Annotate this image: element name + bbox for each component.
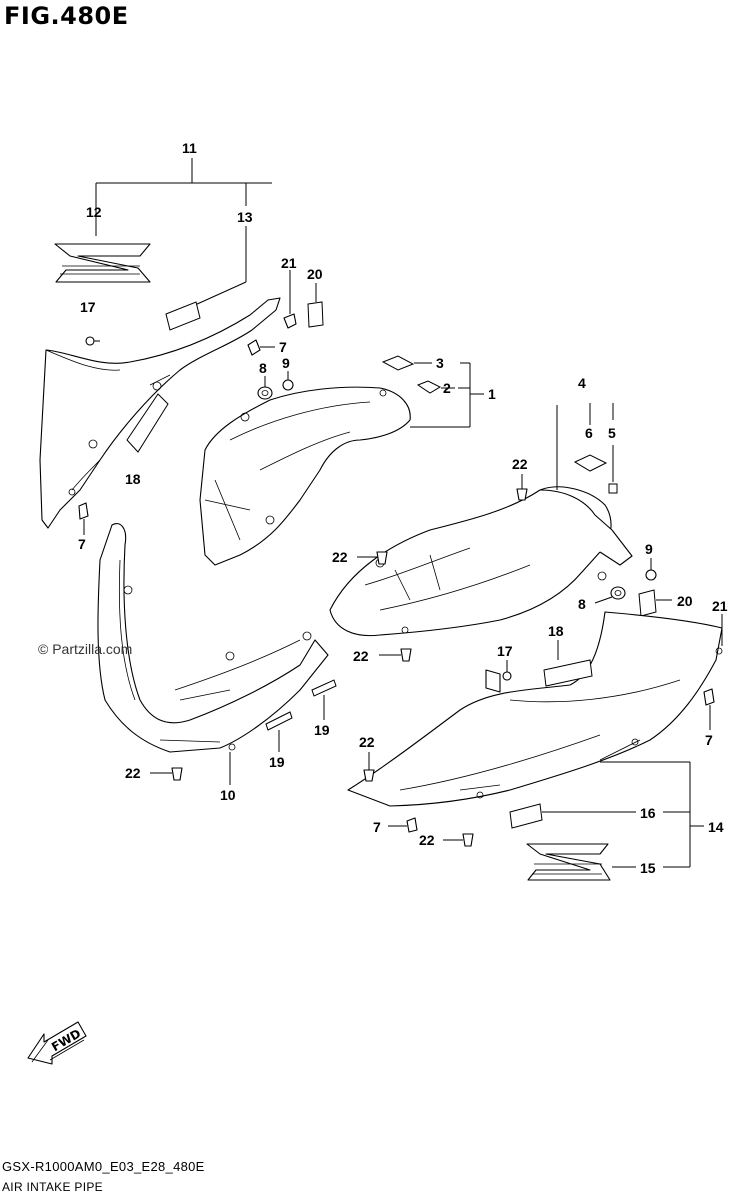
callout-19: 19 [269,754,285,770]
callout-22: 22 [512,456,528,472]
callout-labels: 11 12 13 17 21 20 7 9 8 3 2 1 18 7 4 6 5… [78,140,728,876]
callout-11: 11 [182,140,197,156]
callout-22: 22 [359,734,375,750]
bolt-9-right [645,558,657,581]
clip-7-left [78,502,89,535]
sticker-18-left [126,393,169,453]
leaders-4-6-5 [556,403,614,490]
callout-19: 19 [314,722,330,738]
sticker-20-upper [307,283,324,328]
label-2 [416,380,442,394]
clip-7-right [703,688,715,730]
air-intake-pipe [199,386,411,566]
callout-17: 17 [497,643,513,659]
callout-5: 5 [608,425,616,441]
callout-1: 1 [488,386,496,402]
clip-22-lower-left [150,767,183,781]
figure-caption: AIR INTAKE PIPE [2,1180,103,1194]
callout-9: 9 [645,541,653,557]
callout-21: 21 [281,255,297,271]
gsxr-emblem-15 [526,843,636,881]
callout-18: 18 [125,471,141,487]
callout-14: 14 [708,819,724,835]
bracket-11 [95,158,272,306]
figure-title: FIG.480E [4,2,129,30]
sticker-19-b [265,711,293,731]
callout-18: 18 [548,623,564,639]
callout-10: 10 [220,787,236,803]
callout-8: 8 [259,360,267,376]
sticker-18-right [543,640,593,687]
callout-20: 20 [307,266,323,282]
callout-20: 20 [677,593,693,609]
right-lower-cowl [347,611,723,807]
fwd-arrow: FWD [27,1021,87,1065]
callout-22: 22 [419,832,435,848]
clip-7-lower-right [388,817,418,833]
left-upper-cowl [39,297,281,529]
callout-9: 9 [282,355,290,371]
callout-17: 17 [80,299,96,315]
callout-6: 6 [585,425,593,441]
grommet-8-right [594,586,626,604]
sticker-16 [509,803,636,829]
callout-16: 16 [640,805,656,821]
bolt-9-upper [282,371,294,391]
gsxr-emblem-12 [54,243,151,283]
callout-22: 22 [353,648,369,664]
callout-7: 7 [373,819,381,835]
right-intake-duct [329,486,633,637]
clip-22-bottom [443,833,474,847]
clip-21-upper [283,270,297,329]
sticker-13 [165,301,201,331]
left-lower-cowl [97,523,329,753]
watermark: © Partzilla.com [38,641,133,657]
sticker-6 [573,454,608,472]
drawing-code: GSX-R1000AM0_E03_E28_480E [2,1159,205,1174]
sticker-5 [608,483,618,494]
callout-13: 13 [237,209,253,225]
callout-7: 7 [705,732,713,748]
callout-7: 7 [78,536,86,552]
clip-22-right-b [357,551,388,565]
callout-8: 8 [578,596,586,612]
screw-17-upper [85,336,100,346]
clip-22-right-a [516,474,528,501]
leaders-1-2-3 [410,362,484,428]
leaders-19-10 [229,695,325,785]
clip-22-lower-right [363,752,375,782]
callout-15: 15 [640,860,656,876]
sticker-20-right [638,589,672,617]
callout-2: 2 [443,380,451,396]
clip-7-upper [247,339,275,356]
bracket-14 [600,761,704,868]
screw-17-right [485,660,512,693]
callout-4: 4 [578,375,586,391]
sticker-19-a [311,679,337,697]
callout-21: 21 [712,598,728,614]
grommet-8-upper [257,376,273,400]
callout-7: 7 [279,339,287,355]
label-3 [381,355,415,371]
callout-22: 22 [332,549,348,565]
callout-22: 22 [125,765,141,781]
callout-12: 12 [86,204,102,220]
callout-3: 3 [436,355,444,371]
clip-22-right-c [379,648,412,662]
